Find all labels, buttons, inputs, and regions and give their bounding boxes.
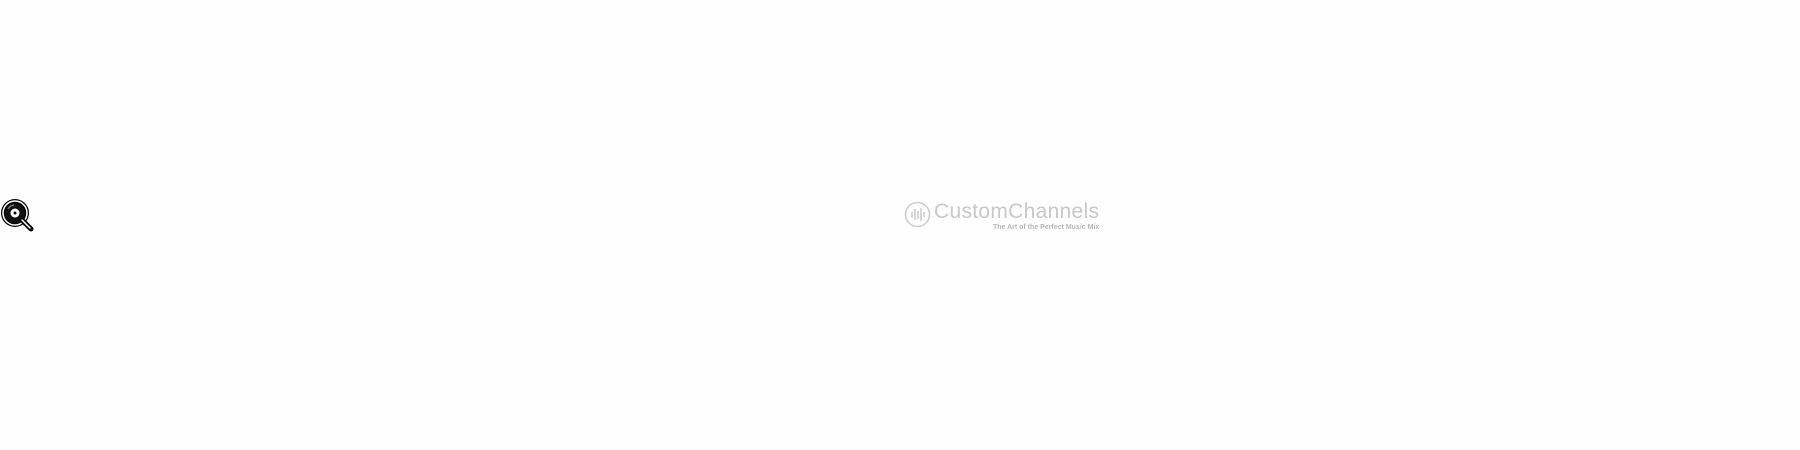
brand-name: CustomChannels [934,200,1100,223]
brand-logo: CustomChannels The Art of the Perfect Mu… [904,201,1099,232]
brand-tagline: The Art of the Perfect Music Mix [992,224,1100,231]
sound-wave-circle-icon [904,201,931,228]
record-search-icon[interactable] [0,198,34,232]
